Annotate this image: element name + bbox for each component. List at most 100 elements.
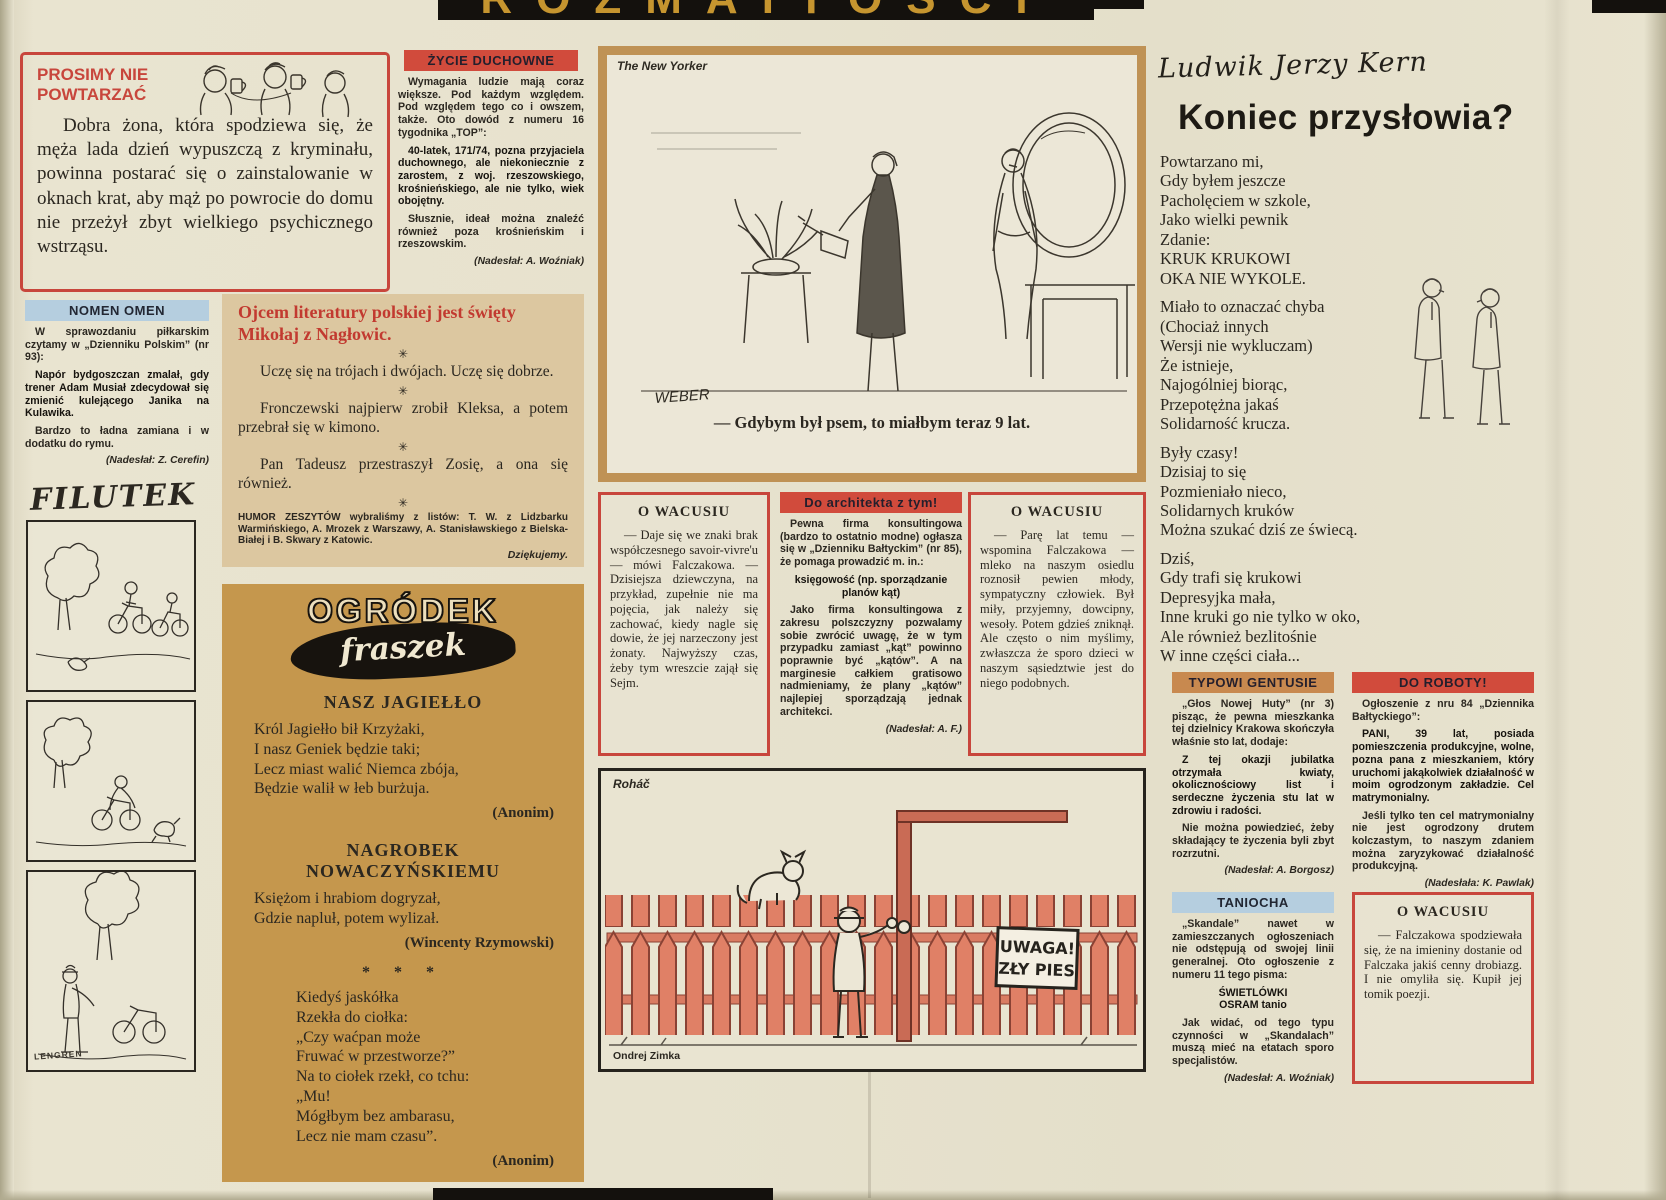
stars-separator: * * * — [362, 963, 444, 981]
print-mark-bottom — [433, 1188, 773, 1200]
fraszka-heading-2: NAGROBEK NOWACZYŃSKIEMU — [305, 840, 501, 882]
asterisk-separator: ✳ — [397, 384, 409, 399]
roboty-paragraph-1: Ogłoszenie z nru 84 „Dziennika Bałtyckie… — [1352, 698, 1534, 723]
taniocha-paragraph-2: Jak widać, od tego typu czynności w „Ska… — [1172, 1016, 1334, 1068]
roboty-quoted-ad: PANI, 39 lat, posiada pomieszczenia prod… — [1352, 728, 1534, 804]
zycie-paragraph-2: Słusznie, ideał można znaleźć również po… — [398, 213, 584, 251]
kern-stanza-4: Dziś, Gdy trafi się krukowi Depresyjka m… — [1160, 548, 1361, 666]
fraszka-byline-1: (Anonim) — [492, 805, 554, 822]
architekt-credit: (Nadesłał: A. F.) — [885, 723, 962, 735]
filutek-panel-2 — [26, 700, 196, 862]
taniocha-section: TANIOCHA „Skandale” nawet w zamieszczany… — [1172, 892, 1334, 1085]
zycie-duchowne-header: ŻYCIE DUCHOWNE — [404, 50, 578, 71]
new-yorker-cartoon-box: The New Yorker — [598, 46, 1146, 482]
nomen-quoted-text: Napór bydgoszczan zmalał, gdy trener Ada… — [25, 369, 209, 420]
gossip-ladies-illustration — [199, 62, 350, 118]
taniocha-header: TANIOCHA — [1172, 892, 1334, 913]
fraszka-poem-1: Król Jagiełło bił Krzyżaki, I nasz Genie… — [254, 721, 459, 798]
warning-sign-line-2: ZŁY PIES — [998, 959, 1075, 981]
filutek-panel-2-drawing — [35, 717, 187, 847]
zycie-paragraph-1: Wymagania ludzie mają coraz większe. Pod… — [398, 76, 584, 139]
filutek-panel-1 — [26, 520, 196, 692]
o-wacusiu-box-2: O WACUSIU — Parę lat temu — wspomina Fal… — [968, 492, 1146, 756]
paper-crease — [1544, 0, 1570, 1200]
print-mark — [1592, 0, 1666, 13]
logo-ogrodek-text: OGRÓDEK — [306, 591, 499, 630]
humor-title: Ojcem literatury polskiej jest święty Mi… — [238, 302, 516, 344]
nomen-credit: (Nadesłał: Z. Cerefin) — [106, 455, 209, 467]
roboty-credit: (Nadesłała: K. Pawlak) — [1424, 878, 1534, 890]
o-wacusiu-2-body: — Parę lat temu — wspomina Falczakowa — … — [980, 528, 1134, 690]
taniocha-credit: (Nadesłał: A. Woźniak) — [1224, 1072, 1334, 1084]
asterisk-separator: ✳ — [397, 495, 409, 510]
do-roboty-header: DO ROBOTY! — [1352, 672, 1534, 693]
architekt-paragraph-2: Jako firma konsultingowa z zakresu polsz… — [780, 604, 962, 718]
humor-item: Fronczewski najpierw zrobił Kleksa, a po… — [238, 400, 568, 436]
humor-item: Pan Tadeusz przestraszył Zosię, a ona si… — [238, 455, 568, 492]
paper-edge-bottom — [0, 1190, 1666, 1200]
prosimy-box: PROSIMY NIE POWTARZAĆ Dobra żona, która … — [20, 52, 390, 292]
o-wacusiu-3-body: — Falczakowa spodziewała się, że na imie… — [1364, 928, 1522, 1001]
zycie-quoted-ad: 40-latek, 171/74, pozna przyjaciela duch… — [398, 144, 584, 208]
asterisk-separator: ✳ — [397, 347, 409, 362]
paper-edge-left — [0, 0, 14, 1200]
filutek-title: FILUTEK — [29, 477, 197, 518]
o-wacusiu-1-body: — Daje się we znaki brak współczesnego s… — [610, 528, 758, 690]
do-roboty-section: DO ROBOTY! Ogłoszenie z nru 84 „Dziennik… — [1352, 672, 1534, 890]
new-yorker-cartoon-drawing: WEBER — [641, 112, 1135, 407]
asterisk-separator: ✳ — [397, 439, 409, 454]
filutek-panel-1-drawing — [35, 542, 191, 671]
rohac-cartoon-drawing: UWAGA! ZŁY PIES — [605, 810, 1139, 1046]
warning-sign-line-1: UWAGA! — [1000, 937, 1076, 959]
ogrodek-fraszek-box: OGRÓDEK fraszek NASZ JAGIEŁŁO Król Jagie… — [222, 584, 584, 1182]
o-wacusiu-box-1: O WACUSIU — Daje się we znaki brak współ… — [598, 492, 770, 756]
gentusie-paragraph-2: Nie można powiedzieć, żeby składający te… — [1172, 822, 1334, 860]
ogrodek-fraszek-logo: OGRÓDEK fraszek — [244, 591, 562, 684]
roboty-paragraph-2: Jeśli tylko ten cel matrymonialny nie je… — [1352, 809, 1534, 873]
taniocha-quoted-ad: ŚWIETLÓWKI OSRAM tanio — [1218, 986, 1288, 1012]
nomen-omen-section: NOMEN OMEN W sprawozdaniu piłkarskim czy… — [25, 300, 209, 468]
kern-stanza-1: Powtarzano mi, Gdy byłem jeszcze Pacholę… — [1160, 152, 1311, 288]
kern-poem-title: Koniec przysłowia? — [1178, 98, 1514, 137]
zycie-credit: (Nadesłał: A. Woźniak) — [474, 256, 584, 268]
o-wacusiu-2-title: O WACUSIU — [1010, 504, 1104, 520]
do-architekta-section: Do architekta z tym! Pewna firma konsult… — [780, 492, 962, 736]
rohac-artist: Ondrej Zimka — [613, 1050, 681, 1062]
masthead-banner: ROZMAITOŚCI — [438, 0, 1094, 20]
kern-stanza-2: Miało to oznaczać chyba (Chociaż innych … — [1160, 297, 1325, 434]
do-architekta-header: Do architekta z tym! — [780, 492, 962, 513]
prosimy-body: Dobra żona, która spodziewa się, że męża… — [37, 114, 373, 258]
typowi-gentusie-section: TYPOWI GENTUSIE „Głos Nowej Huty” (nr 3)… — [1172, 672, 1334, 878]
filutek-panel-3 — [26, 870, 196, 1072]
o-wacusiu-3-title: O WACUSIU — [1396, 904, 1490, 920]
rohac-label: Roháč — [613, 777, 650, 791]
humor-item: Uczę się na trójach i dwójach. Uczę się … — [260, 363, 554, 381]
filutek-panel-3-drawing — [37, 872, 187, 1060]
print-mark — [1086, 0, 1144, 9]
rohac-cartoon-box: Roháč — [598, 768, 1146, 1072]
fraszka-poem-2: Księżom i hrabiom dogryzał, Gdzie napluł… — [254, 890, 441, 928]
typowi-gentusie-header: TYPOWI GENTUSIE — [1172, 672, 1334, 693]
nomen-paragraph-2: Bardzo to ładna zamiana i w dodatku do r… — [25, 424, 209, 450]
nomen-paragraph-1: W sprawozdaniu piłkarskim czytamy w „Dzi… — [25, 326, 209, 364]
masthead-title: ROZMAITOŚCI — [480, 0, 1051, 20]
new-yorker-label: The New Yorker — [617, 59, 708, 73]
gentusie-paragraph-1: „Głos Nowej Huty” (nr 3) pisząc, że pewn… — [1172, 698, 1334, 749]
kern-stanza-3: Były czasy! Dzisiaj to się Pozmieniało n… — [1160, 442, 1358, 540]
architekt-paragraph-1: Pewna firma konsultingowa (bardzo to ost… — [780, 518, 962, 569]
prosimy-title: PROSIMY NIE POWTARZAĆ — [37, 65, 149, 105]
zycie-duchowne-section: ŻYCIE DUCHOWNE Wymagania ludzie mają cor… — [398, 50, 584, 268]
new-yorker-caption: — Gdybym był psem, to miałbym teraz 9 la… — [713, 413, 1031, 432]
paper-edge-right — [1644, 0, 1666, 1200]
two-men-cartoon — [1414, 278, 1510, 425]
humor-footer: HUMOR ZESZYTÓW wybraliśmy z listów: T. W… — [238, 511, 568, 547]
kern-author-signature: Ludwik Jerzy Kern — [1157, 46, 1429, 85]
kern-poem: Powtarzano mi, Gdy byłem jeszcze Pacholę… — [1160, 152, 1450, 675]
nomen-omen-header: NOMEN OMEN — [25, 300, 209, 321]
fraszka-heading-1: NASZ JAGIEŁŁO — [323, 692, 483, 712]
fraszka-byline-3: (Anonim) — [492, 1152, 554, 1169]
gentusie-credit: (Nadesłał: A. Borgosz) — [1224, 865, 1334, 877]
taniocha-paragraph-1: „Skandale” nawet w zamieszczanych ogłosz… — [1172, 918, 1334, 981]
fraszka-poem-3: Kiedyś jaskółka Rzekła do ciołka: „Czy w… — [296, 988, 470, 1145]
